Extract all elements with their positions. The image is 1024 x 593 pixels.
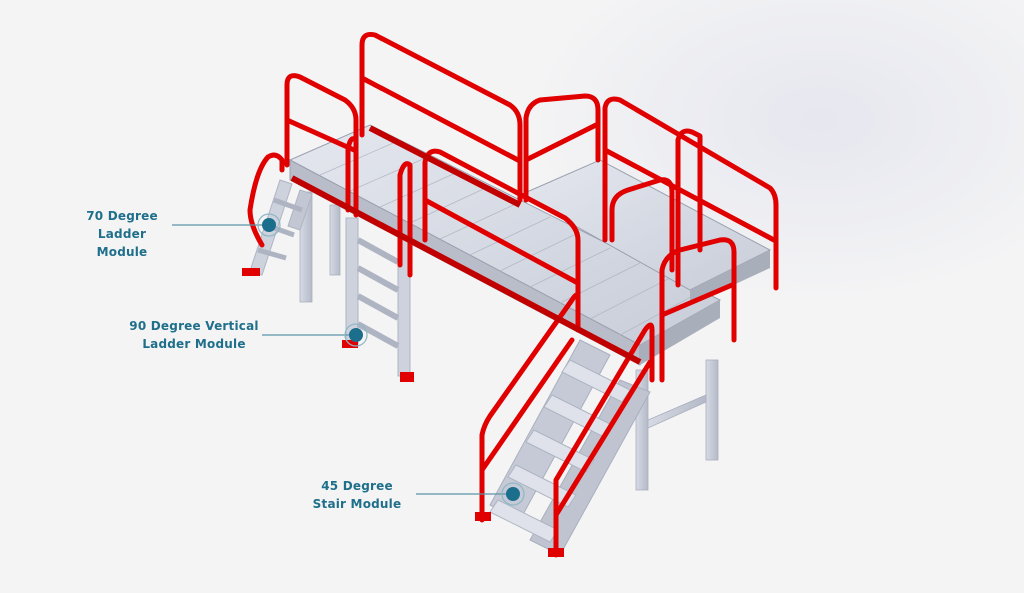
stair-foot-left <box>475 512 491 521</box>
cross-deck <box>518 159 772 305</box>
callout-70-line1: 70 Degree <box>86 209 158 223</box>
callout-90-line2: Ladder Module <box>142 337 246 351</box>
ladder-90-module <box>342 217 414 382</box>
callout-45-degree-stair-label: 45 Degree Stair Module <box>302 477 412 513</box>
stair-45-module <box>489 339 651 556</box>
callout-90-marker <box>262 323 368 347</box>
kick-plates <box>290 125 642 365</box>
callout-70-degree-ladder-label: 70 Degree Ladder Module <box>72 207 172 261</box>
callout-45-line2: Stair Module <box>312 497 402 511</box>
callout-90-degree-ladder-label: 90 Degree Vertical Ladder Module <box>126 317 262 353</box>
callout-45-marker <box>416 482 525 506</box>
callout-90-line1: 90 Degree Vertical <box>129 319 259 333</box>
callout-70-marker <box>172 213 281 237</box>
stair-foot-right <box>548 548 564 557</box>
callout-70-line2: Ladder Module <box>96 227 148 259</box>
guard-railings <box>247 32 779 558</box>
callout-45-line1: 45 Degree <box>321 479 393 493</box>
